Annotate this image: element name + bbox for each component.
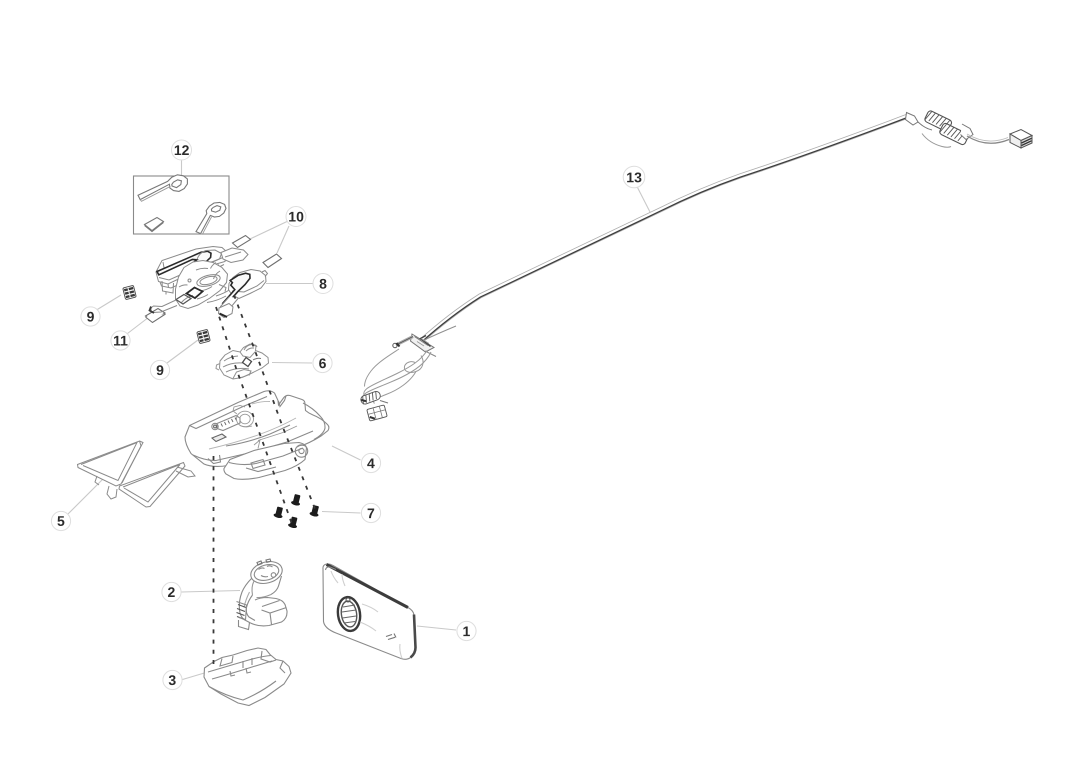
- svg-text:12: 12: [174, 142, 190, 158]
- svg-text:1: 1: [462, 623, 470, 639]
- svg-text:8: 8: [319, 276, 327, 292]
- svg-text:3: 3: [168, 672, 176, 688]
- svg-text:4: 4: [367, 455, 375, 471]
- svg-text:11: 11: [113, 332, 128, 348]
- svg-text:2: 2: [167, 584, 175, 600]
- svg-text:5: 5: [57, 513, 65, 529]
- svg-text:6: 6: [319, 355, 327, 371]
- svg-text:7: 7: [367, 505, 375, 521]
- svg-text:9: 9: [87, 308, 95, 324]
- svg-text:13: 13: [626, 169, 642, 185]
- svg-text:9: 9: [156, 362, 164, 378]
- svg-text:10: 10: [288, 209, 304, 225]
